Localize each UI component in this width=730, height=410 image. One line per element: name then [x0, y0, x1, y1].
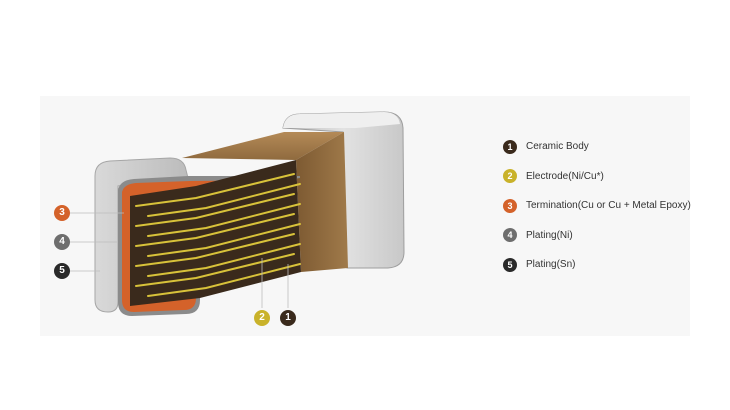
legend-badge: 3 [503, 198, 517, 213]
callout-termination: 3 [54, 205, 70, 221]
callout-plating-sn: 5 [54, 263, 70, 279]
legend-label: Termination(Cu or Cu + Metal Epoxy) [526, 200, 691, 212]
right-end-cap [282, 111, 405, 269]
legend-label: Electrode(Ni/Cu*) [526, 170, 604, 182]
ceramic-body-exterior [182, 132, 348, 272]
legend-item-plating-sn: 5 Plating(Sn) [503, 250, 723, 280]
legend: 1 Ceramic Body 2 Electrode(Ni/Cu*) 3 Ter… [503, 132, 723, 280]
internal-electrodes [135, 173, 301, 297]
legend-badge: 2 [503, 169, 517, 184]
legend-label: Plating(Sn) [526, 259, 576, 271]
legend-badge: 1 [503, 139, 517, 154]
legend-item-ceramic-body: 1 Ceramic Body [503, 132, 723, 162]
callout-electrode: 2 [254, 310, 270, 326]
legend-item-termination: 3 Termination(Cu or Cu + Metal Epoxy) [503, 191, 723, 221]
legend-badge: 5 [503, 257, 517, 272]
legend-badge: 4 [503, 228, 517, 243]
leader-lines [70, 212, 289, 308]
legend-item-electrode: 2 Electrode(Ni/Cu*) [503, 162, 723, 192]
legend-label: Ceramic Body [526, 141, 589, 153]
legend-item-plating-ni: 4 Plating(Ni) [503, 221, 723, 251]
callout-ceramic-body: 1 [280, 310, 296, 326]
legend-label: Plating(Ni) [526, 229, 573, 241]
callout-plating-ni: 4 [54, 234, 70, 250]
